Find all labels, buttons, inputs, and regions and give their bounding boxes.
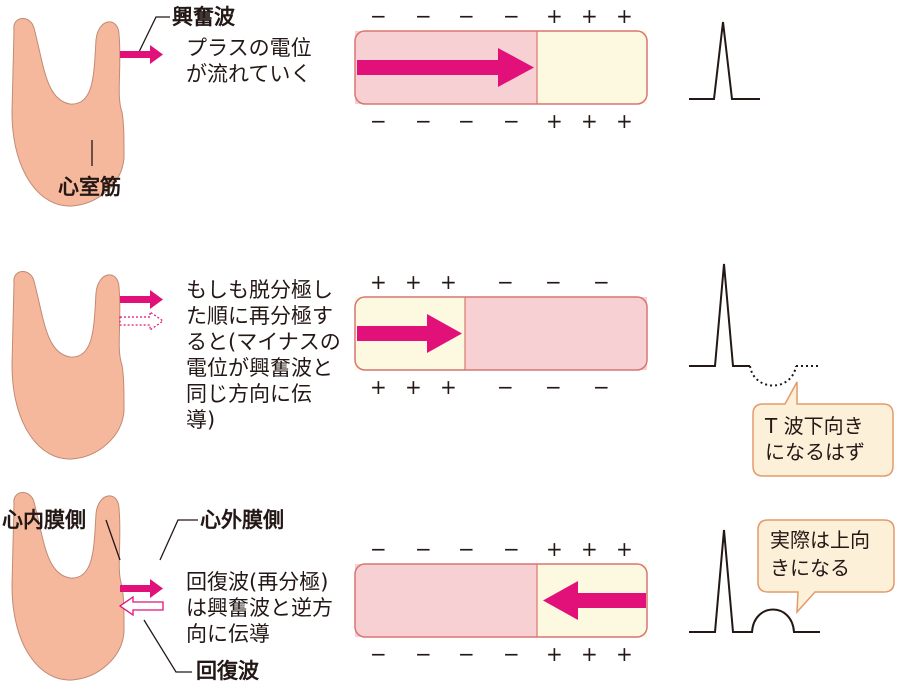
- left-arrow-icon: [543, 581, 646, 620]
- label-recovery-wave: 回復波: [196, 659, 259, 683]
- sign-top: −: [370, 4, 387, 28]
- sign-top: +: [546, 4, 563, 28]
- sign-bottom: +: [546, 109, 563, 133]
- sign-bottom: −: [458, 109, 475, 133]
- sign-bottom: +: [616, 109, 633, 133]
- sign-bottom: −: [593, 375, 610, 399]
- bubble-panel2-line1: T 波下向き: [765, 414, 864, 438]
- sign-bottom: −: [503, 642, 520, 666]
- bubble-panel2-line2: になるはず: [765, 440, 865, 464]
- wave-arrow-panel1: [120, 45, 163, 64]
- speech-bubble-panel3: [757, 519, 895, 615]
- sign-top: −: [593, 270, 610, 294]
- sign-bottom: −: [370, 109, 387, 133]
- desc-panel2-line5: 同じ方向に伝: [186, 382, 312, 406]
- label-ventricular-muscle: 心室筋: [58, 175, 121, 199]
- sign-top: +: [370, 270, 387, 294]
- label-excitation-wave: 興奮波: [172, 5, 235, 29]
- sign-bottom: −: [545, 375, 562, 399]
- sign-bottom: +: [405, 375, 422, 399]
- sign-top: −: [370, 537, 387, 561]
- ecg-trace-panel3: [689, 529, 820, 633]
- sign-bottom: −: [415, 642, 432, 666]
- sign-top: −: [415, 537, 432, 561]
- sign-bottom: +: [581, 109, 598, 133]
- bubble-panel3-line1: 実際は上向: [770, 528, 870, 552]
- desc-panel3-line2: は興奮波と逆方: [186, 596, 333, 620]
- hypothetical-arrow-panel2: [119, 310, 165, 332]
- sign-top: +: [616, 537, 633, 561]
- cell-box-panel3: [354, 563, 648, 638]
- sign-top: +: [581, 4, 598, 28]
- desc-panel1-line2: が流れていく: [186, 62, 312, 86]
- desc-panel2-line3: ると(マイナスの: [186, 330, 341, 354]
- sign-bottom: −: [497, 375, 514, 399]
- sign-top: +: [581, 537, 598, 561]
- sign-bottom: +: [616, 642, 633, 666]
- heart-icon-panel2: [11, 270, 125, 460]
- wave-arrow-panel3: [120, 579, 163, 598]
- leader-line-endo: [105, 519, 121, 561]
- desc-panel1-line1: プラスの電位: [186, 36, 312, 60]
- sign-bottom: +: [581, 642, 598, 666]
- right-arrow-icon: [357, 314, 462, 353]
- leader-line-recovery: [143, 619, 192, 673]
- sign-top: +: [405, 270, 422, 294]
- leader-line-wave: [137, 16, 170, 55]
- desc-panel3-line3: 向に伝導: [186, 622, 270, 646]
- sign-top: −: [503, 4, 520, 28]
- sign-bottom: −: [503, 109, 520, 133]
- sign-bottom: +: [370, 375, 387, 399]
- sign-top: −: [545, 270, 562, 294]
- desc-panel2-line1: もしも脱分極し: [186, 278, 333, 302]
- bubble-panel3-line2: きになる: [770, 556, 850, 580]
- right-arrow-icon: [357, 48, 534, 87]
- sign-top: −: [503, 537, 520, 561]
- sign-top: −: [415, 4, 432, 28]
- sign-bottom: −: [458, 642, 475, 666]
- sign-top: +: [616, 4, 633, 28]
- desc-panel2-line4: 電位が興奮波と: [186, 356, 333, 380]
- label-epicardium: 心外膜側: [200, 508, 284, 532]
- sign-top: +: [440, 270, 457, 294]
- speech-bubble-panel2: [752, 381, 894, 477]
- sign-top: −: [497, 270, 514, 294]
- sign-bottom: −: [370, 642, 387, 666]
- label-endocardium: 心内膜側: [2, 508, 86, 532]
- sign-top: −: [458, 4, 475, 28]
- recovery-arrow-panel3: [118, 595, 164, 617]
- wave-arrow-panel2: [120, 290, 163, 309]
- sign-top: +: [546, 537, 563, 561]
- ecg-trace-panel1: [689, 21, 760, 100]
- ecg-trace-panel2: [689, 263, 750, 367]
- leader-line-epi: [159, 519, 198, 561]
- sign-bottom: −: [415, 109, 432, 133]
- sign-bottom: +: [440, 375, 457, 399]
- desc-panel2-line6: 導): [186, 408, 216, 432]
- sign-bottom: +: [546, 642, 563, 666]
- ecg-t-wave-down: [749, 365, 797, 387]
- desc-panel3-line1: 回復波(再分極): [186, 570, 329, 594]
- desc-panel2-line2: た順に再分極す: [186, 304, 333, 328]
- sign-top: −: [458, 537, 475, 561]
